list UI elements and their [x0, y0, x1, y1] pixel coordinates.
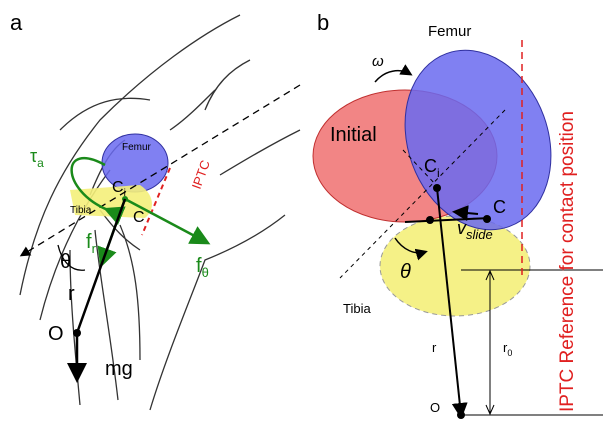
shin-outline	[149, 214, 286, 411]
contact-line	[404, 217, 491, 223]
r-label-a: r	[68, 283, 75, 305]
v-slide-arrow	[452, 205, 479, 222]
omega-label: ω	[372, 53, 384, 70]
ci-dashed	[402, 149, 438, 187]
calf-outline-back	[39, 169, 111, 321]
thigh-outline-back	[19, 14, 241, 296]
theta-arc-a	[57, 244, 86, 271]
r-line-b	[436, 187, 468, 419]
torque-arc	[70, 157, 126, 226]
femur-label-b: Femur	[428, 23, 471, 40]
ci-label-a: Ci	[112, 179, 126, 199]
thigh-front	[204, 59, 251, 111]
tibia-shaft	[119, 224, 141, 361]
c-label-a: C	[133, 209, 145, 226]
r-line-a	[75, 198, 127, 334]
r0-arrowhead-bottom	[485, 404, 495, 416]
theta-label-b: θ	[400, 261, 411, 283]
o-label-a: O	[48, 323, 64, 345]
femur-label-a: Femur	[122, 142, 152, 153]
iptc-caption: IPTC Reference for contact position	[557, 111, 578, 412]
mg-label: mg	[105, 358, 133, 380]
panel-a-label: a	[10, 10, 23, 35]
femur-ellipse-b	[404, 49, 552, 231]
panel-b-label: b	[317, 10, 329, 35]
iptc-label-a: IPTC	[189, 158, 213, 191]
o-label-b: O	[430, 400, 440, 415]
ci-label-b: Ci	[424, 156, 440, 180]
fibula-line	[94, 229, 119, 401]
thigh-front-lower	[219, 129, 301, 176]
c-label-b: C	[493, 197, 506, 217]
kneecap-top	[59, 97, 151, 131]
r-label-b: r	[432, 340, 437, 355]
omega-arc	[374, 64, 413, 83]
v-slide-label: vslide	[457, 218, 493, 242]
tibia-label-b: Tibia	[343, 301, 371, 316]
f-theta-label: fθ	[196, 255, 209, 280]
r0-arrowhead-top	[485, 269, 495, 281]
contact-point-1	[426, 216, 434, 224]
contact-point-c	[483, 215, 491, 223]
f-theta-arrow	[124, 197, 211, 245]
tau-label: τa	[30, 146, 44, 170]
leg-sketch	[19, 14, 301, 411]
femur-shaft-front	[169, 89, 216, 131]
iptc-line-a	[141, 167, 171, 236]
r0-label: r0	[503, 340, 512, 358]
tibia-axis-dashed	[19, 84, 301, 257]
tibia-label-a: Tibia	[70, 205, 92, 216]
f-r-label: fr	[86, 231, 97, 256]
initial-label: Initial	[330, 124, 377, 146]
tibia-block-a	[70, 185, 152, 218]
theta-label-a: θ	[60, 251, 71, 273]
theta-arc-b	[394, 237, 428, 261]
calf-line	[69, 249, 81, 406]
panel-b: b Femur Initial ω Ci C vslide θ Tibia	[312, 10, 603, 419]
panel-a: a Femur Tibia IPTC τa	[10, 10, 301, 411]
